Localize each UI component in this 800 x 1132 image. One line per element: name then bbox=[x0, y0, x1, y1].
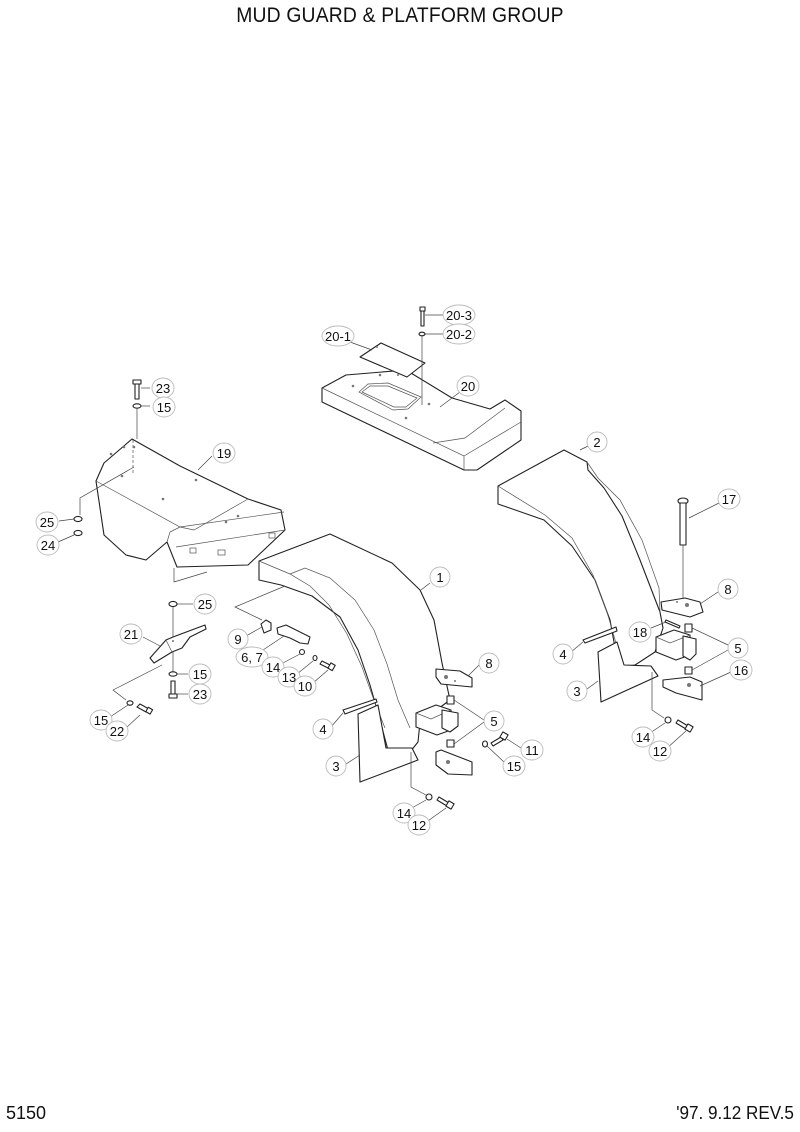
svg-text:9: 9 bbox=[234, 632, 241, 647]
callout-3: 3 bbox=[325, 755, 347, 777]
callout-9: 9 bbox=[227, 628, 249, 650]
bracket-21 bbox=[109, 568, 208, 729]
svg-text:20-3: 20-3 bbox=[446, 308, 472, 323]
callout-18: 18 bbox=[628, 621, 652, 643]
revision-date: '97. 9.12 REV.5 bbox=[676, 1103, 794, 1123]
svg-text:10: 10 bbox=[298, 679, 312, 694]
svg-text:15: 15 bbox=[94, 713, 108, 728]
step-19 bbox=[57, 379, 286, 568]
svg-text:12: 12 bbox=[412, 818, 426, 833]
callout-6-7: 6, 7 bbox=[235, 646, 269, 668]
svg-text:11: 11 bbox=[525, 743, 539, 758]
callout-12: 12 bbox=[407, 814, 431, 836]
callout-11: 11 bbox=[520, 739, 544, 761]
svg-text:3: 3 bbox=[573, 684, 580, 699]
callout-21: 21 bbox=[119, 623, 143, 645]
callout-4: 4 bbox=[312, 718, 334, 740]
svg-text:19: 19 bbox=[217, 446, 231, 461]
callout-3: 3 bbox=[566, 680, 588, 702]
svg-text:25: 25 bbox=[40, 515, 54, 530]
svg-text:24: 24 bbox=[41, 538, 55, 553]
callout-16: 16 bbox=[729, 659, 753, 681]
callout-25: 25 bbox=[35, 511, 59, 533]
svg-text:2: 2 bbox=[593, 435, 600, 450]
callout-23: 23 bbox=[188, 683, 212, 705]
svg-text:20-1: 20-1 bbox=[325, 329, 351, 344]
callout-14: 14 bbox=[631, 726, 655, 748]
svg-text:18: 18 bbox=[633, 625, 647, 640]
svg-text:14: 14 bbox=[266, 660, 280, 675]
callout-17: 17 bbox=[717, 488, 741, 510]
svg-text:5: 5 bbox=[490, 714, 497, 729]
callout-19: 19 bbox=[212, 442, 236, 464]
page-number: 5150 bbox=[6, 1103, 47, 1123]
svg-text:15: 15 bbox=[193, 667, 207, 682]
svg-text:1: 1 bbox=[436, 570, 443, 585]
callout-20-1: 20-1 bbox=[321, 325, 355, 347]
svg-text:3: 3 bbox=[332, 759, 339, 774]
callout-25: 25 bbox=[193, 593, 217, 615]
svg-text:14: 14 bbox=[636, 730, 650, 745]
svg-text:17: 17 bbox=[722, 492, 736, 507]
callout-2: 2 bbox=[586, 431, 608, 453]
svg-text:21: 21 bbox=[124, 627, 138, 642]
callout-22: 22 bbox=[105, 720, 129, 742]
callout-15: 15 bbox=[188, 663, 212, 685]
callout-5: 5 bbox=[727, 637, 749, 659]
svg-text:16: 16 bbox=[734, 663, 748, 678]
svg-text:20: 20 bbox=[461, 379, 475, 394]
callout-14: 14 bbox=[261, 656, 285, 678]
callout-14: 14 bbox=[392, 802, 416, 824]
callout-1: 1 bbox=[429, 566, 451, 588]
callout-15: 15 bbox=[89, 709, 113, 731]
platform-20 bbox=[321, 306, 522, 471]
callout-8: 8 bbox=[717, 578, 739, 600]
svg-text:23: 23 bbox=[156, 381, 170, 396]
callout-4: 4 bbox=[552, 643, 574, 665]
svg-text:23: 23 bbox=[193, 687, 207, 702]
svg-text:4: 4 bbox=[559, 647, 566, 662]
callout-20-2: 20-2 bbox=[442, 323, 476, 345]
callout-20-3: 20-3 bbox=[442, 304, 476, 326]
callout-24: 24 bbox=[36, 534, 60, 556]
page-title: MUD GUARD & PLATFORM GROUP bbox=[236, 4, 564, 27]
svg-text:8: 8 bbox=[724, 582, 731, 597]
svg-text:20-2: 20-2 bbox=[446, 327, 472, 342]
svg-text:4: 4 bbox=[319, 722, 326, 737]
mud-guard-1 bbox=[234, 533, 522, 824]
svg-text:22: 22 bbox=[110, 724, 124, 739]
callout-5: 5 bbox=[483, 710, 505, 732]
svg-text:6, 7: 6, 7 bbox=[241, 650, 263, 665]
svg-text:13: 13 bbox=[282, 670, 296, 685]
callout-23: 23 bbox=[151, 377, 175, 399]
svg-text:15: 15 bbox=[157, 400, 171, 415]
callout-12: 12 bbox=[648, 740, 672, 762]
callout-8: 8 bbox=[478, 652, 500, 674]
svg-text:5: 5 bbox=[734, 641, 741, 656]
callout-10: 10 bbox=[293, 675, 317, 697]
svg-text:25: 25 bbox=[198, 597, 212, 612]
callout-15: 15 bbox=[152, 396, 176, 418]
mud-guard-2 bbox=[497, 444, 732, 750]
callout-15: 15 bbox=[502, 755, 526, 777]
svg-text:12: 12 bbox=[653, 744, 667, 759]
callout-20: 20 bbox=[456, 375, 480, 397]
svg-text:15: 15 bbox=[507, 759, 521, 774]
svg-text:14: 14 bbox=[397, 806, 411, 821]
svg-text:8: 8 bbox=[485, 656, 492, 671]
